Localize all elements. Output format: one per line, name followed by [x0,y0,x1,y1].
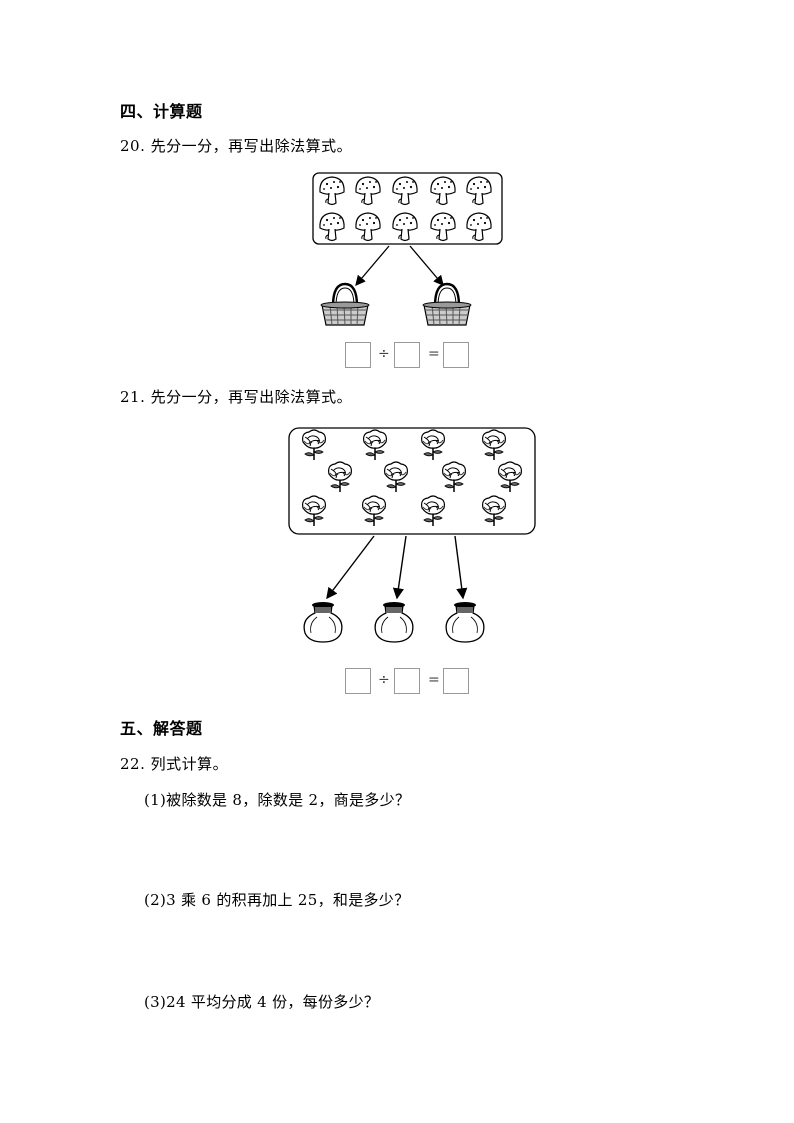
flower-box [288,427,536,535]
divisor-answer-box[interactable] [394,342,420,368]
question-22-text: 22. 列式计算。 [120,755,229,773]
question-22-part-3: (3)24 平均分成 4 份，每份多少？ [144,993,380,1011]
question-21-text: 21. 先分一分，再写出除法算式。 [120,388,353,406]
question-22-part-1: (1)被除数是 8，除数是 2，商是多少？ [144,791,411,809]
quotient-answer-box[interactable] [443,668,469,694]
quotient-answer-box[interactable] [443,342,469,368]
divide-sign: ÷ [378,672,390,688]
question-22-part-2: (2)3 乘 6 的积再加上 25，和是多少？ [144,891,410,909]
dividend-answer-box[interactable] [345,342,371,368]
dividend-answer-box[interactable] [345,668,371,694]
equals-sign: = [428,346,440,362]
section-title-word-problems: 五、解答题 [120,719,203,738]
divide-sign: ÷ [378,346,390,362]
equals-sign: = [428,672,440,688]
section-title-calculation: 四、计算题 [120,102,203,121]
question-20-text: 20. 先分一分，再写出除法算式。 [120,137,353,155]
divisor-answer-box[interactable] [394,668,420,694]
